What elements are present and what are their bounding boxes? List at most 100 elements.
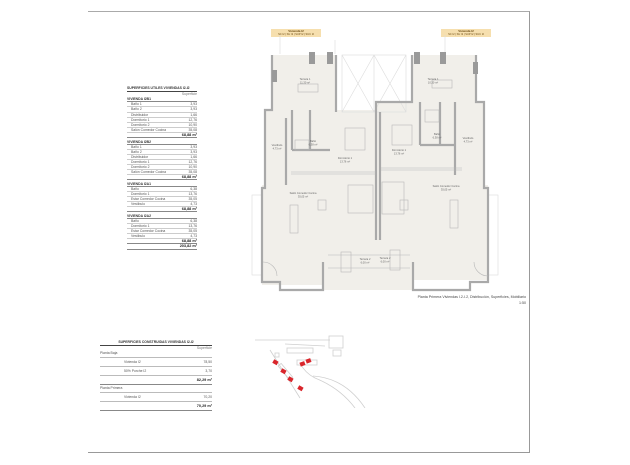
row-value: 3,93 (190, 107, 197, 112)
room-vestibulo-left: Vestíbulo (272, 143, 283, 147)
row-label: Salón Comedor Cocina (131, 170, 167, 175)
row-label: Dormitorio 1 (131, 224, 150, 229)
group-title: VIVIENDA I2A2 (127, 214, 197, 219)
table-row: Estar Comedor Cocina 35,05 (127, 229, 198, 235)
tag-sub: SC I2 | SU I2 | SUP I2 | SUC I2 (278, 33, 314, 37)
row-value: 4,73 (190, 202, 197, 207)
vivienda-tag-right: Vivienda I2 SC I2 | SU I2 | SUP I2 | SUC… (441, 29, 491, 38)
row-value: 35,08 (188, 127, 198, 132)
row-value: 10,90 (188, 122, 198, 127)
row-label: Baño (131, 186, 139, 191)
section-total: 70,29 m² (100, 402, 212, 411)
table-row: Baño 2 3,93 (127, 150, 197, 155)
row-label: Dormitorio 1 (131, 117, 150, 122)
group-total: 68,88 m² (127, 133, 197, 139)
group-total: 68,88 m² (127, 175, 197, 181)
table-row: Baño 6,38 (127, 187, 197, 192)
svg-text:11,30 m²: 11,30 m² (300, 81, 310, 85)
room-terraza2-left: Terraza 2 (360, 257, 371, 261)
table-row: Vivienda I2 70,20 (100, 393, 212, 402)
grand-total: 203,82 m² (127, 244, 197, 250)
row-value: 3,93 (190, 102, 197, 107)
svg-text:4,73 m²: 4,73 m² (273, 147, 282, 151)
group-total: 68,88 m² (127, 239, 197, 245)
section-title: Planta Primera (100, 385, 212, 393)
site-location-map (255, 335, 366, 408)
section-total: 82,29 m² (100, 376, 212, 385)
svg-text:6,38 m²: 6,38 m² (433, 136, 442, 140)
row-value: 3,93 (190, 149, 197, 154)
room-salon-right: Salón Comedor Cocina (433, 184, 460, 188)
room-terraza1-left: Terraza 1 (300, 77, 311, 81)
row-label: 50% Porche I2 (124, 368, 147, 373)
row-label: Baño 1 (131, 102, 142, 107)
group-title: VIVIENDA I2A1 (127, 182, 197, 187)
tag-title: Vivienda I2 (288, 29, 304, 33)
row-label: Baño 2 (131, 107, 142, 112)
table-title: SUPERFICIES CONSTRUIDAS VIVIENDAS I2-I2 (100, 340, 212, 346)
superficies-utiles-table: SUPERFICIES UTILES VIVIENDAS I2-I2 Super… (127, 86, 197, 250)
row-label: Vestíbulo (131, 202, 145, 207)
row-value: 13,76 (188, 224, 198, 229)
table-row: Vestíbulo 4,73 (127, 202, 197, 208)
group-title: VIVIENDA I2B2 (127, 140, 197, 145)
superficies-construidas-table: SUPERFICIES CONSTRUIDAS VIVIENDAS I2-I2 … (100, 340, 212, 411)
row-label: Vivienda I2 (124, 394, 141, 399)
row-label: Estar Comedor Cocina (131, 229, 166, 234)
svg-text:6,38 m²: 6,38 m² (309, 143, 318, 147)
svg-text:13,76 m²: 13,76 m² (394, 152, 404, 156)
row-value: 1,66 (190, 112, 197, 117)
row-value: 35,05 (188, 229, 198, 234)
table-row: Baño 2 3,93 (127, 107, 197, 113)
table-row: Dormitorio 1 13,76 (127, 191, 198, 198)
table-row: Distribuidor 1,66 (127, 155, 197, 160)
row-label: Baño 2 (131, 149, 142, 154)
room-dormitorio-left: Dormitorio 1 (338, 156, 353, 160)
row-value: 13,76 (188, 191, 198, 196)
tag-sub: SC I2 | SU I2 | SUP I2 | SUC I2 (448, 33, 484, 37)
row-label: Dormitorio 2 (131, 122, 150, 127)
row-value: 1,66 (190, 154, 197, 159)
table-row: Salón Comedor Cocina 35,08 (127, 128, 197, 133)
table-row: Dormitorio 1 13,76 (127, 224, 198, 230)
row-value: 3,70 (205, 368, 212, 373)
room-vestibulo-right: Vestíbulo (463, 136, 474, 140)
row-value: 70,20 (203, 394, 213, 399)
room-dormitorio-right: Dormitorio 1 (392, 148, 407, 152)
column-header: Superficie (196, 345, 212, 350)
row-label: Distribuidor (131, 154, 149, 159)
svg-text:13,76 m²: 13,76 m² (340, 160, 350, 164)
caption-title: Planta Primera Viviendas I.2-I.2, Distri… (417, 295, 526, 299)
group-total: 68,88 m² (127, 207, 197, 213)
table-row: Dormitorio 1 12,76 (127, 160, 197, 165)
table-row: Baño 1 3,93 (127, 102, 197, 108)
table-row: 50% Porche I2 3,70 (100, 367, 212, 376)
table-title: SUPERFICIES UTILES VIVIENDAS I2-I2 (127, 86, 197, 92)
row-value: 35,08 (188, 170, 198, 175)
row-value: 12,76 (188, 117, 198, 122)
vivienda-tag-left: Vivienda I2 SC I2 | SU I2 | SUP I2 | SUC… (271, 29, 321, 38)
room-terraza1-right: Terraza 1 (428, 77, 439, 81)
table-row: Distribuidor 1,66 (127, 113, 197, 118)
table-row: Salón Comedor Cocina 35,08 (127, 170, 198, 176)
row-label: Dormitorio 1 (131, 191, 150, 196)
row-value: 6,38 (190, 186, 197, 191)
row-label: Distribuidor (131, 112, 149, 117)
row-label: Salón Comedor Cocina (131, 127, 167, 132)
svg-text:6,00 m²: 6,00 m² (361, 261, 370, 265)
row-label: Dormitorio 1 (131, 159, 150, 164)
sheet-frame (88, 11, 530, 453)
row-label: Vestíbulo (131, 234, 145, 239)
row-value: 12,76 (188, 159, 198, 164)
row-value: 78,50 (203, 359, 213, 364)
room-terraza2-right: Terraza 2 (380, 256, 391, 260)
row-label: Baño 1 (131, 144, 142, 149)
table-row: Dormitorio 1 12,76 (127, 118, 197, 123)
plan-caption: Planta Primera Viviendas I.2-I.2, Distri… (352, 295, 526, 306)
row-label: Estar Comedor Cocina (131, 197, 166, 202)
